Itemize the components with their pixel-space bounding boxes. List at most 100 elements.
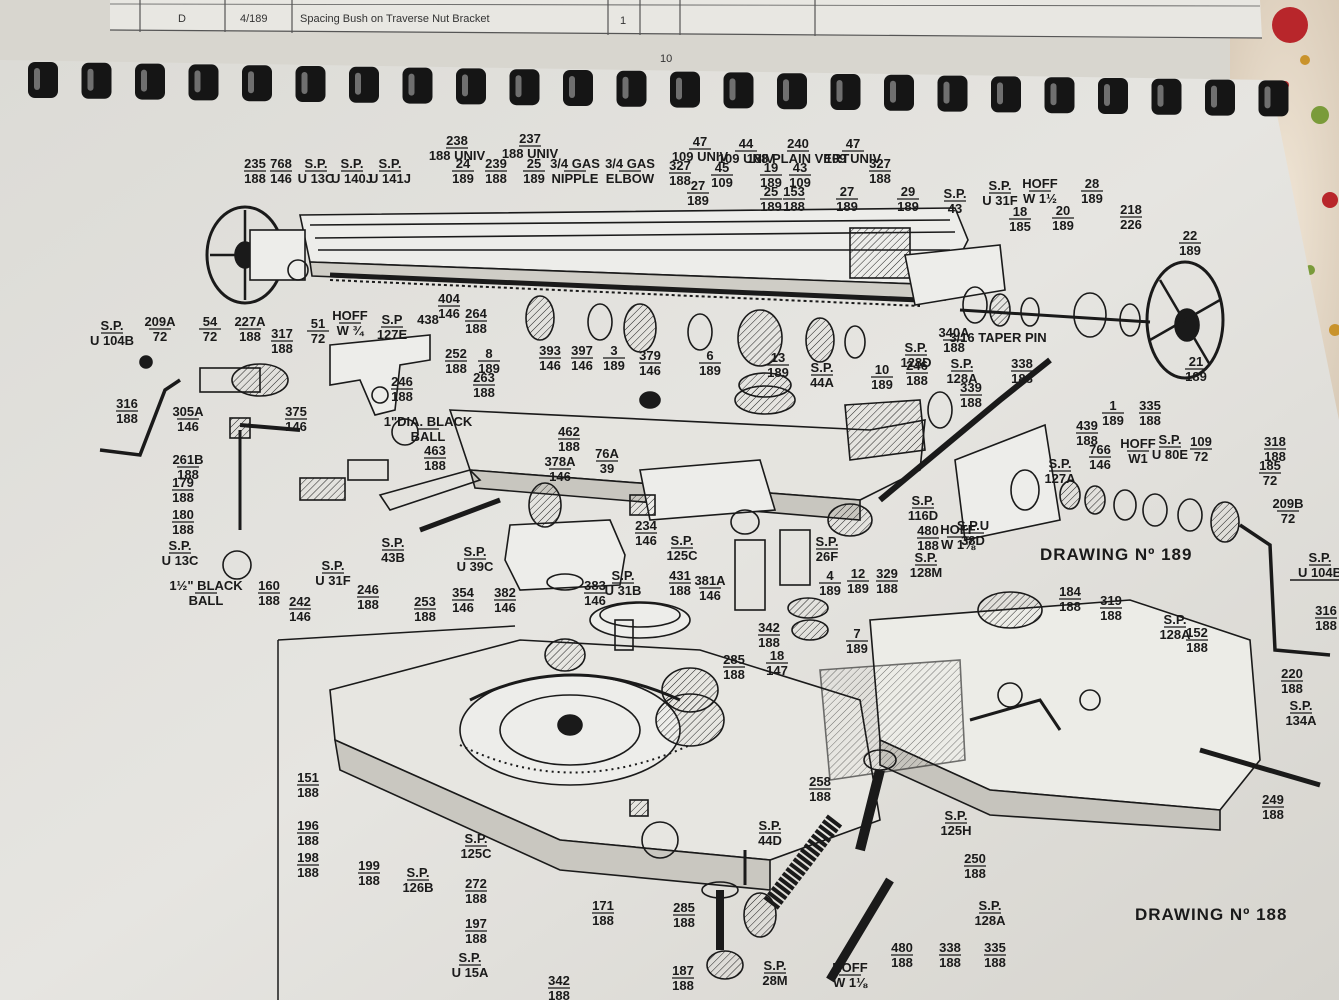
callout-top: 25 [764, 184, 778, 199]
callout-top: S.P. [465, 831, 488, 846]
table-code: D [178, 13, 186, 25]
page-number: 10 [660, 53, 672, 65]
callout-bottom: U 31F [315, 573, 350, 588]
callout-top: 51 [311, 316, 325, 331]
callout-bottom: 188 [358, 873, 380, 888]
callout-top: 151 [297, 770, 319, 785]
table-description: Spacing Bush on Traverse Nut Bracket [300, 13, 490, 25]
callout-bottom: 43 [948, 201, 962, 216]
callout-bottom: 188 [473, 385, 495, 400]
part-callout: 3/16 TAPER PIN [949, 330, 1046, 345]
callout-bottom: 146 [452, 600, 474, 615]
drawing-189-artwork [99, 205, 1331, 657]
callout-bottom: 188 [758, 635, 780, 650]
callout-bottom: U 31F [982, 193, 1017, 208]
callout-top: 238 [446, 133, 468, 148]
callout-bottom: 188 [172, 490, 194, 505]
binding-ring [295, 66, 326, 102]
part-callout: 438 [417, 312, 439, 327]
binding-ring-highlight [141, 69, 147, 92]
callout-bottom: 72 [1194, 449, 1208, 464]
callout-top: 250 [964, 851, 986, 866]
callout-top: 184 [1059, 584, 1081, 599]
callout-top: S.P. [101, 318, 124, 333]
callout-bottom: 72 [311, 331, 325, 346]
callout-top: 171 [592, 898, 614, 913]
callout-top: S.P. [944, 186, 967, 201]
callout-bottom: 146 [699, 588, 721, 603]
callout-bottom: 26F [816, 549, 838, 564]
callout-top: 180 [172, 507, 194, 522]
callout-top: 335 [984, 940, 1006, 955]
callout-bottom: 189 [767, 365, 789, 380]
callout-bottom: 146 [639, 363, 661, 378]
callout-top: 237 [519, 131, 541, 146]
callout-top: 196 [297, 818, 319, 833]
callout-bottom: U 39C [457, 559, 494, 574]
callout-top: 335 [1139, 398, 1161, 413]
callout-top: 27 [691, 178, 705, 193]
part-callout: S.P.U 31B [605, 568, 642, 598]
callout-bottom: 188 [177, 467, 199, 482]
callout-top: 258 [809, 774, 831, 789]
callout-top: S.P [382, 312, 403, 327]
callout-top: 393 [539, 343, 561, 358]
callout-bottom: 188 [891, 955, 913, 970]
part-callout: S.P.128A [946, 356, 978, 386]
callout-bottom: 128A [946, 371, 978, 386]
callout-top: 463 [424, 443, 446, 458]
callout-top: S.P. [379, 156, 402, 171]
callout-bottom: 188 [1059, 599, 1081, 614]
part-callout: S.P.126B [402, 865, 433, 895]
callout-bottom: 188 [960, 395, 982, 410]
callout-top: 340A [938, 325, 970, 340]
part-callout: S.P.44A [810, 360, 834, 390]
table-qty: 1 [620, 15, 626, 27]
binding-ring-highlight [355, 72, 361, 95]
callout-top: 252 [445, 346, 467, 361]
binding-ring-highlight [408, 73, 415, 96]
callout-bottom: W 1½ [1023, 191, 1057, 206]
callout-top: 246 [357, 582, 379, 597]
binding-ring [509, 69, 540, 106]
binding-ring [777, 73, 807, 110]
callout-bottom: 134A [1285, 713, 1317, 728]
callout-top: 246 [906, 358, 928, 373]
callout-bottom: 128M [910, 565, 943, 580]
callout-bottom: W ¾ [337, 323, 365, 338]
part-callout: S.P.134A [1285, 698, 1317, 728]
callout-top: 197 [465, 916, 487, 931]
binding-ring-highlight [943, 81, 950, 104]
callout-bottom: 146 [549, 469, 571, 484]
callout-bottom: 189 [760, 199, 782, 214]
callout-top: 218 [1120, 202, 1142, 217]
callout-top: S.P. [764, 958, 787, 973]
binding-ring-highlight [87, 68, 94, 91]
